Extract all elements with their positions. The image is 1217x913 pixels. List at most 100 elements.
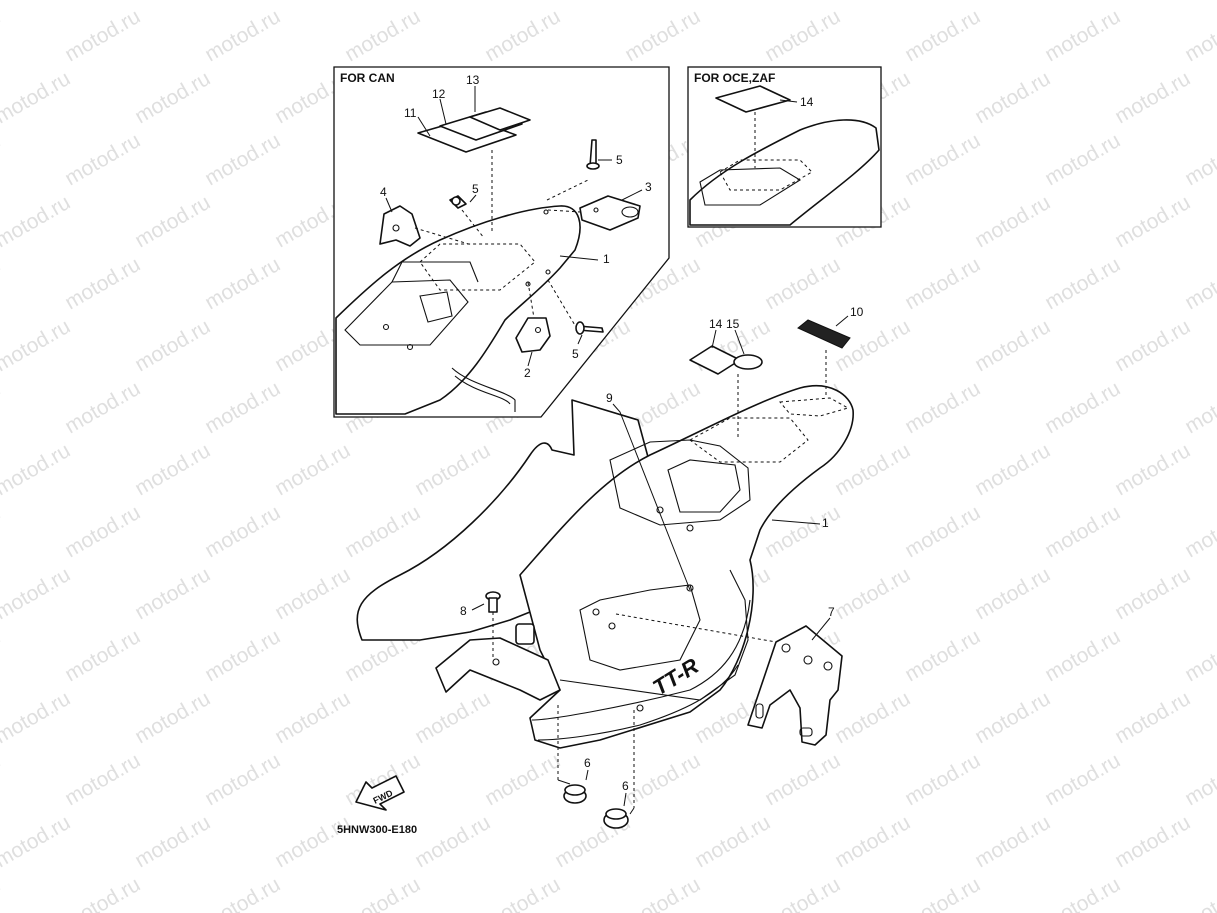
callout-12-can: 12 [432,87,446,101]
watermark-text: motod.ru [761,253,844,314]
callout-7-main: 7 [828,605,835,619]
watermark-text: motod.ru [61,129,144,190]
watermark-text: motod.ru [0,191,74,252]
side-cover-decal-9 [356,399,666,641]
callout-14-oce: 14 [800,95,814,109]
watermark-text: motod.ru [0,687,74,748]
watermark-text: motod.ru [1041,749,1124,810]
watermark-text: motod.ru [901,253,984,314]
watermark-text: motod.ru [1041,253,1124,314]
watermark-text: motod.ru [1181,873,1217,913]
callout-5-left-can: 5 [472,182,479,196]
watermark-text: motod.ru [831,0,914,4]
watermark-text: motod.ru [61,377,144,438]
watermark-text: motod.ru [0,749,4,810]
watermark-text: motod.ru [1111,191,1194,252]
watermark-text: motod.ru [411,439,494,500]
inset-rear-fender [335,205,581,415]
watermark-text: motod.ru [0,811,74,872]
damper-grommet-6-right [603,808,629,829]
watermark-text: motod.ru [201,377,284,438]
watermark-text: motod.ru [1181,501,1217,562]
inset-bracket-4 [379,205,421,247]
damper-grommet-6-left [563,784,587,804]
callout-6-left: 6 [584,756,591,770]
watermark-text: motod.ru [1181,625,1217,686]
main-assembly: TT-R 8 7 [356,305,864,829]
watermark-text: motod.ru [271,563,354,624]
watermark-text: motod.ru [1111,67,1194,128]
watermark-text: motod.ru [1181,5,1217,66]
watermark-text: motod.ru [131,439,214,500]
callout-9-main: 9 [606,391,613,405]
watermark-text: motod.ru [971,563,1054,624]
watermark-text: motod.ru [901,377,984,438]
watermark-text: motod.ru [411,687,494,748]
watermark-text: motod.ru [831,811,914,872]
watermark-text: motod.ru [341,873,424,913]
callout-8-main: 8 [460,604,467,618]
watermark-text: motod.ru [131,687,214,748]
main-rear-fender: TT-R [519,385,854,749]
license-bracket-7: 7 [615,605,843,746]
callout-10-main: 10 [850,305,864,319]
inset-oce-title: FOR OCE,ZAF [694,71,775,85]
watermark-text: motod.ru [0,501,4,562]
watermark-text: motod.ru [0,873,4,913]
watermark-text: motod.ru [1041,377,1124,438]
lower-front-bracket [435,623,561,701]
watermark-text: motod.ru [971,687,1054,748]
watermark-text: motod.ru [971,0,1054,4]
inset-bracket-3 [579,195,641,231]
watermark-text: motod.ru [131,315,214,376]
watermark-text: motod.ru [551,0,634,4]
callout-4-can: 4 [380,185,387,199]
inset-for-oce-zaf: FOR OCE,ZAF 14 [687,66,882,228]
decal-15-main [733,354,763,370]
watermark-text: motod.ru [0,67,74,128]
watermark-text: motod.ru [61,253,144,314]
callout-1-main: 1 [822,516,829,530]
watermark-text: motod.ru [971,315,1054,376]
watermark-text: motod.ru [1111,315,1194,376]
inset-rivet-left [449,195,467,209]
watermark-text: motod.ru [971,67,1054,128]
watermark-text: motod.ru [0,5,4,66]
watermark-text: motod.ru [971,191,1054,252]
watermark-text: motod.ru [61,749,144,810]
watermark-text: motod.ru [271,811,354,872]
watermark-text: motod.ru [201,873,284,913]
callout-2-can: 2 [524,366,531,380]
watermark-text: motod.ru [411,811,494,872]
watermark-text: motod.ru [901,501,984,562]
watermark-text: motod.ru [621,873,704,913]
watermark-text: motod.ru [901,749,984,810]
watermark-text: motod.ru [1041,129,1124,190]
watermark-text: motod.ru [1111,687,1194,748]
watermark-text: motod.ru [1041,5,1124,66]
watermark-text: motod.ru [131,811,214,872]
watermark-text: motod.ru [971,811,1054,872]
watermark-text: motod.ru [201,625,284,686]
watermark-text: motod.ru [1041,625,1124,686]
watermark-text: motod.ru [61,501,144,562]
watermark-text: motod.ru [1041,501,1124,562]
diagram-code: 5HNW300-E180 [337,824,417,836]
inset-bracket-2 [515,317,551,353]
watermark-text: motod.ru [901,625,984,686]
watermark-text: motod.ru [271,687,354,748]
watermark-text: motod.ru [201,5,284,66]
watermark-text: motod.ru [1181,129,1217,190]
watermark-text: motod.ru [131,563,214,624]
callout-11-can: 11 [404,106,417,120]
watermark-text: motod.ru [0,563,74,624]
watermark-text: motod.ru [621,749,704,810]
watermark-text: motod.ru [1111,563,1194,624]
callout-5-top-can: 5 [616,153,623,167]
watermark-text: motod.ru [481,749,564,810]
main-bolt-8: 8 [460,591,501,660]
watermark-text: motod.ru [61,625,144,686]
watermark-text: motod.ru [61,873,144,913]
watermark-text: motod.ru [761,873,844,913]
